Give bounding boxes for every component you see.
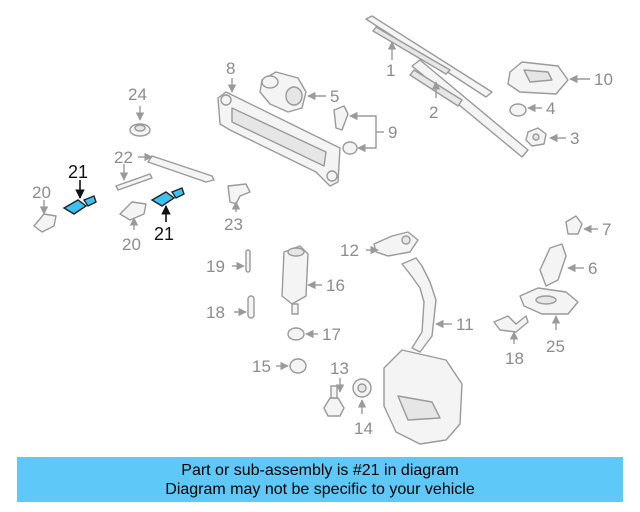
callout-20-left: 20	[32, 183, 51, 202]
wiper-motor-part	[259, 71, 326, 113]
callout-20-right: 20	[122, 235, 141, 254]
callout-14: 14	[354, 419, 373, 438]
callout-16: 16	[326, 276, 345, 295]
callout-21-left: 21	[68, 162, 88, 182]
banner-line-1: Part or sub-assembly is #21 in diagram	[181, 461, 459, 479]
callout-24: 24	[128, 85, 147, 104]
wiper-arm-part	[409, 59, 529, 158]
seal-part	[287, 327, 318, 341]
washer-pump-part	[281, 245, 322, 315]
callout-15: 15	[252, 357, 271, 376]
bolt-bushing-part	[333, 105, 384, 155]
washer-reservoir-part	[383, 349, 463, 445]
grommet-part	[129, 106, 151, 137]
highlighted-part-21-left	[62, 180, 97, 215]
callout-22: 22	[114, 148, 133, 167]
connector-part	[227, 183, 251, 212]
callout-2: 2	[429, 103, 438, 122]
bushing-part	[565, 215, 598, 235]
callout-18-left: 18	[206, 303, 225, 322]
cover-part	[519, 287, 579, 330]
highlighted-part-21-right	[150, 187, 185, 222]
callout-4: 4	[546, 99, 555, 118]
washer-nozzle-left-part	[33, 200, 57, 233]
gasket-part	[366, 231, 419, 257]
callout-7: 7	[602, 220, 611, 239]
level-sensor-part	[323, 378, 345, 417]
callout-17: 17	[322, 325, 341, 344]
callout-11: 11	[456, 315, 474, 334]
cap-part	[509, 103, 542, 117]
filler-neck-part	[401, 257, 452, 353]
callout-1: 1	[386, 61, 395, 80]
clip-part	[234, 295, 255, 319]
callout-18-right: 18	[505, 349, 524, 368]
callout-12: 12	[340, 241, 359, 260]
wiper-linkage-part	[217, 78, 341, 187]
info-banner: Part or sub-assembly is #21 in diagram D…	[17, 457, 623, 502]
callout-21-right: 21	[154, 224, 174, 244]
parts-diagram: 1 2 10 4 3 8 5	[32, 15, 613, 445]
callout-5: 5	[330, 87, 339, 106]
grommet-small-part	[276, 358, 307, 374]
nut-part	[525, 127, 566, 147]
callout-10: 10	[594, 70, 613, 89]
washer-nozzle-right-part	[119, 201, 147, 230]
grommet-sensor-part	[352, 378, 372, 414]
callout-8: 8	[226, 59, 235, 78]
connector-small-part	[493, 315, 529, 344]
callout-23: 23	[224, 215, 243, 234]
callout-25: 25	[546, 337, 565, 356]
callout-9: 9	[388, 123, 397, 142]
pin-part	[232, 249, 251, 273]
hose-line-part	[115, 152, 215, 191]
motor-cover-part	[507, 61, 590, 95]
bracket-part	[539, 243, 584, 287]
banner-line-2: Diagram may not be specific to your vehi…	[165, 480, 475, 498]
wiper-blade-part	[365, 15, 493, 98]
callout-19: 19	[206, 257, 225, 276]
callout-3: 3	[570, 129, 579, 148]
callout-6: 6	[588, 259, 597, 278]
callout-13: 13	[330, 359, 349, 378]
